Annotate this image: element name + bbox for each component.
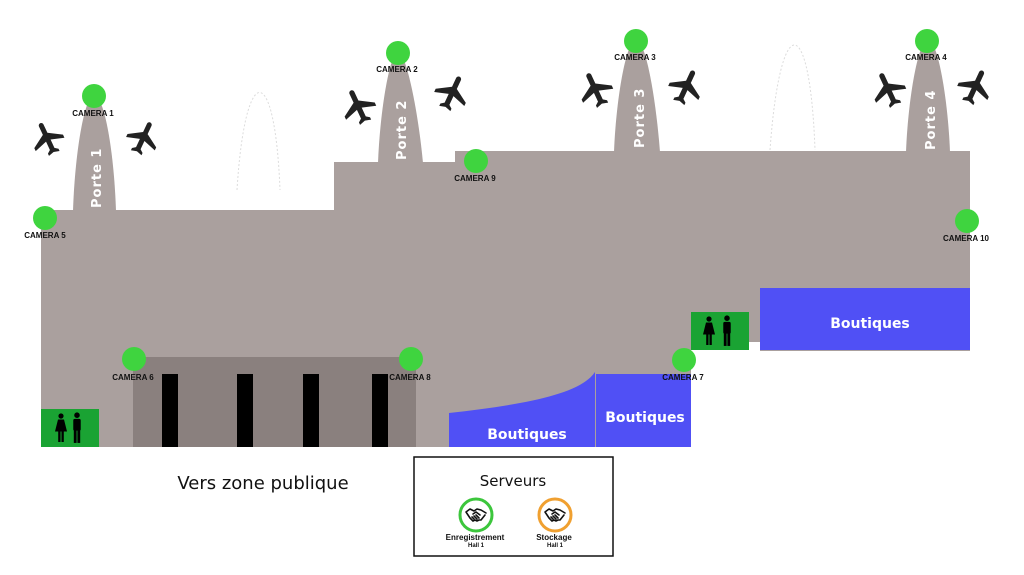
gate-placeholder-outlines [236, 44, 816, 191]
svg-text:CAMERA 8: CAMERA 8 [389, 373, 431, 382]
camera-7[interactable]: CAMERA 7 [662, 348, 704, 382]
camera-2[interactable]: CAMERA 2 [376, 41, 418, 74]
gate-2-label: Porte 2 [395, 100, 410, 160]
camera-3[interactable]: CAMERA 3 [614, 29, 656, 62]
shops-right-area [760, 288, 970, 350]
gate-3-pier [614, 40, 660, 152]
server-enregistrement[interactable]: Enregistrement Hall 1 [446, 497, 505, 549]
gate-1-label: Porte 1 [90, 148, 105, 208]
camera-4[interactable]: CAMERA 4 [905, 29, 947, 62]
camera-8[interactable]: CAMERA 8 [389, 347, 431, 382]
airplanes [25, 63, 998, 161]
airplane-icon [335, 83, 381, 130]
svg-text:CAMERA 1: CAMERA 1 [72, 109, 114, 118]
gate-1-pier [73, 95, 116, 211]
servers-legend: Serveurs Enregistrement Hall 1 Stockage … [413, 456, 614, 557]
gate-3-label: Porte 3 [633, 88, 648, 148]
airplane-icon [121, 115, 165, 160]
restroom-right [691, 312, 749, 350]
svg-text:Hall 1: Hall 1 [468, 543, 485, 549]
gate-2-pier [378, 52, 423, 163]
shops-left-area [449, 372, 595, 447]
camera-1[interactable]: CAMERA 1 [72, 84, 114, 118]
gate-4-pier [906, 40, 950, 152]
legend-title: Serveurs [480, 472, 547, 490]
gate-door [372, 374, 388, 447]
svg-text:CAMERA 9: CAMERA 9 [454, 174, 496, 183]
airplane-icon [572, 66, 618, 113]
camera-10[interactable]: CAMERA 10 [943, 209, 990, 243]
server-stockage[interactable]: Stockage Hall 1 [536, 497, 573, 549]
svg-text:CAMERA 3: CAMERA 3 [614, 53, 656, 62]
shops: Boutiques Boutiques Boutiques [449, 288, 970, 447]
airplane-icon [429, 69, 475, 116]
airplane-icon [25, 116, 69, 161]
shops-middle-area [596, 374, 691, 447]
svg-text:CAMERA 4: CAMERA 4 [905, 53, 947, 62]
airplane-icon [663, 63, 709, 110]
shops-middle-label: Boutiques [605, 410, 685, 426]
gate-door [303, 374, 319, 447]
restroom-left [41, 409, 99, 447]
boarding-area [133, 357, 416, 447]
gate-door [162, 374, 178, 447]
camera-6[interactable]: CAMERA 6 [112, 347, 154, 382]
shops-left-label: Boutiques [487, 427, 567, 443]
svg-text:CAMERA 6: CAMERA 6 [112, 373, 154, 382]
shops-right-label: Boutiques [830, 316, 910, 332]
svg-text:Enregistrement: Enregistrement [446, 533, 505, 542]
public-zone-label: Vers zone publique [177, 473, 348, 494]
cameras: CAMERA 1 CAMERA 2 CAMERA 3 CAMERA 4 CAME… [24, 29, 990, 382]
svg-text:Stockage: Stockage [536, 533, 572, 542]
airplane-icon [952, 63, 998, 110]
camera-9[interactable]: CAMERA 9 [454, 149, 496, 183]
airplane-icon [865, 66, 911, 113]
camera-5[interactable]: CAMERA 5 [24, 206, 66, 240]
gate-4-label: Porte 4 [924, 90, 939, 150]
svg-text:CAMERA 7: CAMERA 7 [662, 373, 704, 382]
svg-text:CAMERA 2: CAMERA 2 [376, 65, 418, 74]
svg-text:Hall 1: Hall 1 [547, 543, 564, 549]
svg-text:CAMERA 5: CAMERA 5 [24, 231, 66, 240]
gate-door [237, 374, 253, 447]
svg-text:CAMERA 10: CAMERA 10 [943, 234, 989, 243]
